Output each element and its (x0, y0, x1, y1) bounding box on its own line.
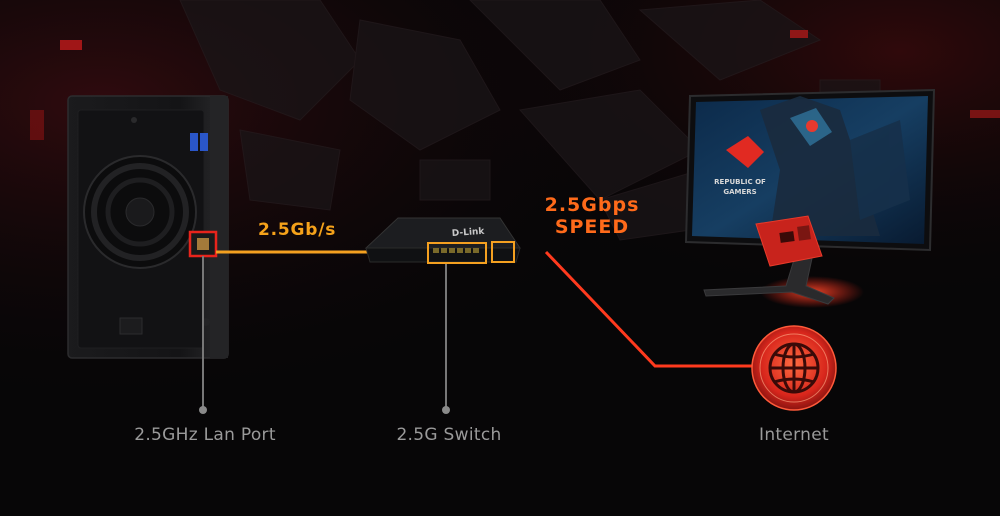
switch-to-internet-line (544, 250, 752, 368)
red-light-accents (30, 30, 1000, 140)
switch-label: 2.5G Switch (396, 425, 502, 445)
circuit-background (179, 0, 881, 241)
nas-device (67, 95, 229, 359)
speed-callout: 2.5Gbps SPEED (545, 194, 640, 238)
game-character (760, 96, 910, 236)
fan-icon (83, 155, 197, 269)
monitor-device: REPUBLIC OF GAMERS (684, 88, 936, 308)
switch-brand: D-Link (452, 227, 486, 239)
link-speed-label: 2.5Gb/s (258, 220, 337, 240)
switch-ports-highlight (427, 242, 487, 264)
network-card-icon (755, 215, 823, 267)
pointer-lines (199, 256, 450, 414)
switch-device: D-Link (364, 217, 521, 264)
usb-ports-icon (190, 133, 208, 151)
speed-callout-value: 2.5Gbps (544, 194, 640, 216)
uplink-port-highlight (491, 241, 515, 263)
nas-port-label: 2.5GHz Lan Port (134, 425, 276, 445)
globe-icon (751, 325, 837, 411)
rog-logo-icon (726, 136, 764, 168)
speed-callout-word: SPEED (554, 216, 630, 238)
monitor-logo-line2: GAMERS (723, 188, 756, 196)
internet-label: Internet (759, 425, 829, 445)
monitor-logo-line1: REPUBLIC OF (714, 178, 766, 186)
